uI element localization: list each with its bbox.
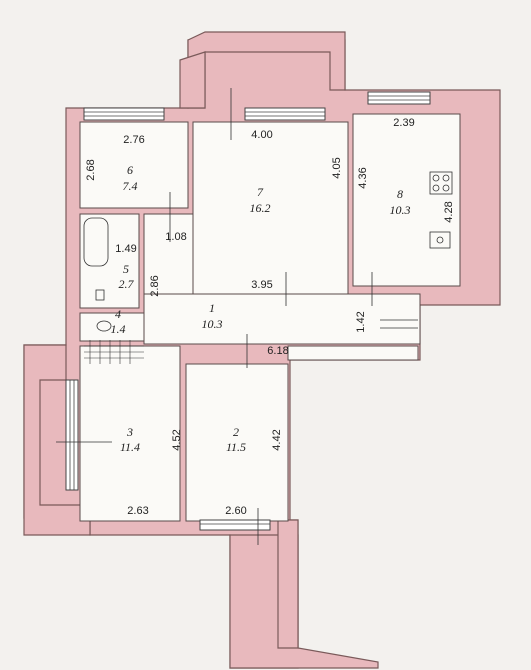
dim-r2-bottom: 2.60 (225, 505, 246, 517)
dim-hall-height: 2.86 (149, 275, 161, 296)
dim-r8-width: 2.39 (393, 117, 414, 129)
dim-r8-height-left: 4.36 (357, 167, 369, 188)
dim-r5-width: 1.49 (115, 243, 136, 255)
room-8-number: 8 (397, 187, 403, 201)
room-5-area: 2.7 (119, 277, 135, 291)
room-7 (192, 121, 349, 295)
windows (65, 91, 431, 531)
dim-r6-height: 2.68 (85, 159, 97, 180)
room-5-number: 5 (123, 262, 129, 276)
room-1-area: 10.3 (202, 317, 223, 331)
stove-icon (429, 171, 453, 195)
dim-r5-height: 1.08 (165, 231, 186, 243)
window-room-8 (367, 91, 431, 105)
rooms (79, 113, 461, 522)
room-4-number: 4 (115, 307, 121, 321)
room-1-number: 1 (209, 301, 215, 315)
room-3-area: 11.4 (120, 440, 140, 454)
dim-r7-bottom: 3.95 (251, 279, 272, 291)
window-room-3 (65, 379, 79, 491)
dim-r7-height: 4.05 (331, 157, 343, 178)
room-3-number: 3 (126, 425, 133, 439)
room-7-area: 16.2 (250, 201, 271, 215)
tile-floor (84, 340, 144, 364)
window-room-6 (83, 107, 165, 121)
room-1 (143, 293, 421, 345)
dim-r6-width: 2.76 (123, 134, 144, 146)
bath-fixture (83, 217, 109, 301)
room-labels: 6 7.4 7 16.2 8 10.3 5 2.7 1 10.3 4 1.4 3… (111, 163, 411, 454)
hall-strip (287, 345, 419, 361)
dimension-labels: 2.76 2.68 4.00 4.05 2.39 4.36 4.28 1.49 … (85, 117, 455, 517)
room-5 (79, 213, 140, 309)
dim-r8-height-right: 4.28 (443, 201, 455, 222)
room-2-area: 11.5 (226, 440, 246, 454)
dim-corridor-right: 1.42 (355, 311, 367, 332)
dim-r3-height: 4.52 (171, 429, 183, 450)
room-6-area: 7.4 (123, 179, 138, 193)
room-7-number: 7 (257, 185, 264, 199)
dim-r7-width: 4.00 (251, 129, 272, 141)
room-2 (185, 363, 289, 522)
toilet-icon (96, 320, 112, 332)
window-room-7 (244, 107, 326, 121)
window-room-2 (199, 519, 271, 531)
sink-icon (429, 231, 451, 249)
room-4 (79, 312, 145, 342)
dim-r2-height: 4.42 (271, 429, 283, 450)
room-4-area: 1.4 (111, 322, 126, 336)
room-8-area: 10.3 (390, 203, 411, 217)
dim-hall-width: 6.18 (267, 345, 288, 357)
dimension-lines (56, 88, 418, 545)
room-8 (352, 113, 461, 287)
dim-r3-bottom: 2.63 (127, 505, 148, 517)
room-2-number: 2 (233, 425, 239, 439)
room-6-number: 6 (127, 163, 133, 177)
